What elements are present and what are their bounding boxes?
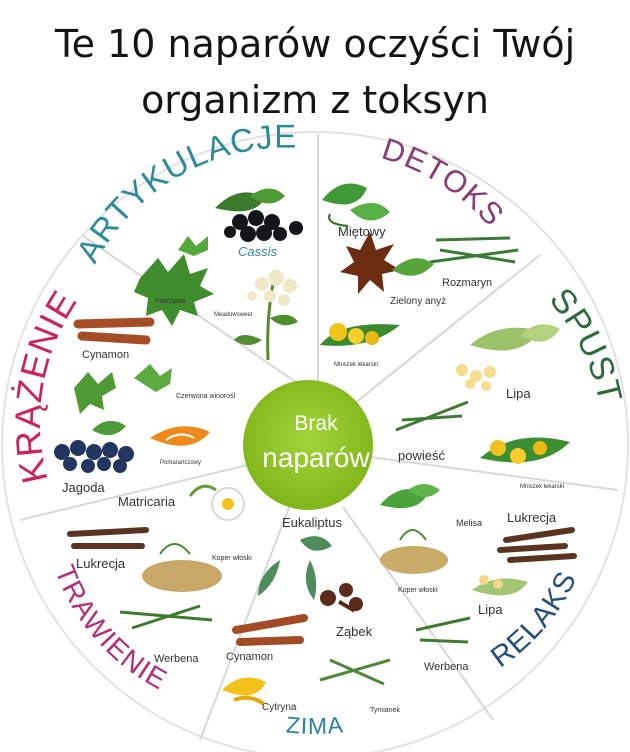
center-label-line-2: naparów xyxy=(262,442,370,473)
verbena-trawienie-illustration xyxy=(119,604,213,630)
herb-label-pomaranczowy: Pomarańczowy xyxy=(160,460,201,466)
herb-label-mniszek-spust: Mniszek lekarski xyxy=(520,484,564,490)
herb-label-zielony-anyz: Zielony anyż xyxy=(390,296,446,307)
herb-label-cynamon-zima: Cynamon xyxy=(226,651,273,663)
clove-illustration xyxy=(320,583,363,613)
orange-peel-illustration xyxy=(150,426,210,446)
fennel-relaks-illustration xyxy=(380,529,448,574)
category-label-zima: ZIMA xyxy=(285,711,345,739)
eucalyptus-illustration xyxy=(258,536,332,600)
herb-label-jagoda: Jagoda xyxy=(62,480,105,495)
herb-label-rozmaryn: Rozmaryn xyxy=(442,277,492,289)
herb-label-lukrecja-relaks: Lukrecja xyxy=(507,510,557,525)
herb-label-cynamon-krazenie: Cynamon xyxy=(82,349,129,361)
cinnamon-zima-illustration xyxy=(232,614,308,646)
herb-label-werbena-trawienie: Werbena xyxy=(154,653,199,665)
licorice-trawienie-illustration xyxy=(67,527,149,549)
herb-label-tymianek: Tymianek xyxy=(370,707,400,714)
herb-label-mietowy: Miętowy xyxy=(338,224,386,239)
herb-label-koper-relaks: Koper włoski xyxy=(398,587,438,594)
herb-label-lipa-relaks: Lipa xyxy=(478,602,503,617)
herb-label-meadowsweet: Meadowsweet xyxy=(214,312,253,318)
herb-label-zabek: Ząbek xyxy=(336,624,373,639)
herb-label-lukrecja-trawienie: Lukrecja xyxy=(76,556,126,571)
lemon-balm-illustration xyxy=(380,484,440,509)
herb-label-cassis: Cassis xyxy=(238,244,278,259)
rosemary-illustration xyxy=(429,236,519,264)
thyme-illustration xyxy=(319,658,391,686)
herb-label-lipa-spust: Lipa xyxy=(506,386,531,401)
fennel-trawienie-illustration xyxy=(142,543,222,592)
lemon-peel-illustration xyxy=(222,677,266,706)
chamomile-illustration xyxy=(188,484,245,521)
title-line-2: organizm z toksyn xyxy=(141,78,489,122)
herb-label-cytryna: Cytryna xyxy=(262,702,297,713)
dandelion-spust-illustration xyxy=(480,437,570,464)
herb-label-werbena-relaks: Werbena xyxy=(424,661,469,673)
nettle-illustration xyxy=(134,236,214,326)
blackcurrant-illustration xyxy=(215,188,303,242)
herb-label-powiesc: powieść xyxy=(398,448,445,463)
center-label-line-1: Brak xyxy=(294,412,338,435)
star-anise-illustration xyxy=(340,232,434,294)
herb-label-matricaria: Matricaria xyxy=(118,494,176,509)
herb-label-melisa: Melisa xyxy=(456,518,482,528)
center-circle xyxy=(243,380,373,510)
herb-label-mniszek-detoks: Mniszek lekarski xyxy=(334,362,378,368)
title-line-1: Te 10 naparów oczyści Twój xyxy=(54,22,576,66)
meadowsweet-illustration xyxy=(234,269,298,361)
verbena-relaks-illustration xyxy=(415,616,471,644)
cinnamon-krazenie-illustration xyxy=(73,317,155,345)
licorice-relaks-illustration xyxy=(497,527,577,563)
herb-sprig-illustration xyxy=(395,400,469,432)
herb-label-czerwona-winorosl: Czerwona winorośl xyxy=(176,393,236,400)
grape-vine-illustration xyxy=(74,364,172,414)
blueberry-illustration xyxy=(54,420,134,473)
linden-spust-illustration xyxy=(456,324,560,391)
herb-label-pokrzywa: Pokrzywa xyxy=(155,298,185,305)
dandelion-detoks-illustration xyxy=(320,323,400,346)
segment-dividers xyxy=(19,134,619,741)
mint-illustration xyxy=(322,183,390,227)
herb-label-koper-trawienie: Koper włoski xyxy=(212,555,252,562)
linden-relaks-illustration xyxy=(472,575,528,596)
herb-label-eukaliptus: Eukaliptus xyxy=(282,515,342,530)
